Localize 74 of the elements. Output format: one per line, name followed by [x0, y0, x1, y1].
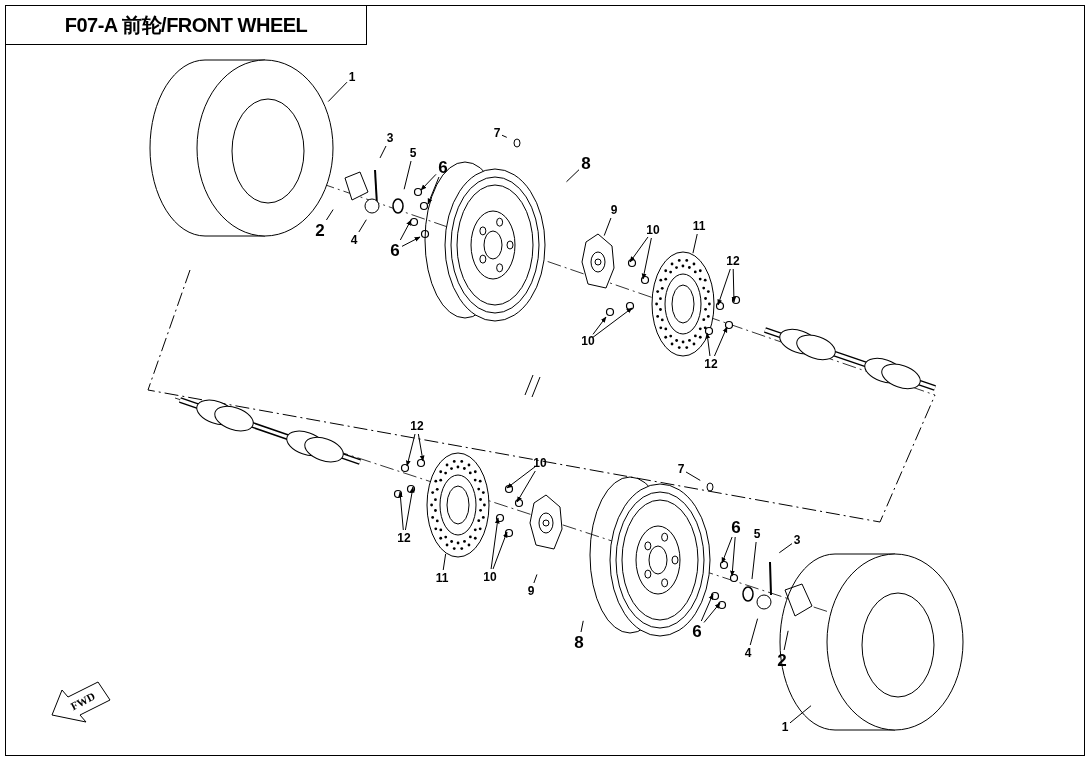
callout-number: 12: [397, 532, 411, 544]
leader-line: [398, 491, 404, 531]
callout-number: 9: [527, 585, 535, 597]
callout-number: 10: [483, 571, 497, 583]
leader-line: [501, 134, 508, 138]
leader-line: [731, 268, 737, 303]
leader-line: [404, 486, 415, 531]
leader-line: [533, 573, 538, 584]
leader-line: [490, 517, 500, 570]
leader-line: [427, 176, 440, 205]
callout-number: 2: [777, 651, 787, 669]
callout-number: 11: [692, 220, 706, 232]
leader-line: [730, 536, 736, 577]
leader-line: [717, 268, 731, 306]
leader-line: [749, 618, 759, 646]
callout-number: 12: [704, 358, 718, 370]
leader-line: [692, 233, 698, 254]
callout-number: 12: [410, 420, 424, 432]
leader-line: [685, 471, 701, 481]
callout-number: 4: [744, 647, 752, 659]
leader-line: [641, 237, 652, 280]
callout-number: 3: [793, 534, 801, 546]
leader-line: [592, 307, 633, 338]
title: F07-A 前轮/FRONT WHEEL: [64, 13, 308, 38]
callout-number: 7: [677, 463, 685, 475]
leader-line: [406, 433, 416, 467]
direction-label: FWD: [67, 688, 98, 715]
leader-line: [592, 316, 607, 335]
leader-line: [629, 236, 649, 263]
leader-line: [399, 219, 412, 241]
callout-number: 5: [409, 147, 417, 159]
leader-line: [778, 543, 793, 554]
callout-number: 6: [692, 622, 702, 640]
callout-number: 5: [753, 528, 761, 540]
callout-number: 2: [315, 221, 325, 239]
callout-number: 6: [390, 241, 400, 259]
callout-number: 10: [533, 457, 547, 469]
callout-number: 4: [350, 234, 358, 246]
callout-number: 10: [646, 224, 660, 236]
leader-line: [700, 593, 714, 622]
callout-number: 8: [581, 154, 591, 172]
leader-line: [516, 470, 536, 503]
leader-line: [703, 602, 721, 623]
leader-line: [506, 466, 536, 489]
leader-line: [417, 433, 425, 462]
leader-line: [783, 630, 789, 651]
callout-number: 11: [435, 572, 449, 584]
callout-number: 10: [581, 335, 595, 347]
callout-number: 6: [731, 518, 741, 536]
leader-line: [713, 326, 728, 357]
callout-number: 6: [438, 158, 448, 176]
leader-line: [705, 332, 711, 357]
callout-number: 1: [781, 721, 789, 733]
callout-number: 1: [348, 71, 356, 83]
leader-line: [379, 145, 387, 159]
leader-line: [442, 553, 447, 571]
leader-line: [327, 81, 348, 103]
callout-number: 3: [386, 132, 394, 144]
callout-number: 7: [493, 127, 501, 139]
leader-line: [358, 219, 367, 233]
leader-line: [721, 536, 733, 564]
leader-line: [403, 160, 412, 190]
leader-line: [603, 217, 612, 237]
leader-line: [401, 236, 421, 247]
callout-number: 8: [574, 633, 584, 651]
leader-line: [325, 209, 334, 221]
leader-line: [492, 531, 508, 570]
leader-line: [751, 541, 757, 580]
leader-line: [420, 173, 437, 191]
leader-line: [789, 705, 812, 724]
callout-number: 9: [610, 204, 618, 216]
leader-line: [566, 169, 580, 183]
callout-number: 12: [726, 255, 740, 267]
leader-line: [580, 620, 584, 633]
